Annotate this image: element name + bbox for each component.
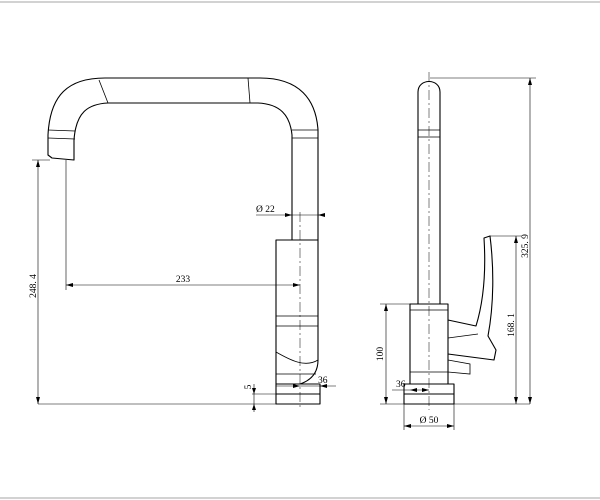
dim-spout-height-side: 168. 1 xyxy=(507,313,517,337)
dim-spout-reach: 233 xyxy=(176,275,191,285)
side-handle-inner xyxy=(447,333,479,339)
dim-5-arrow-bottom xyxy=(252,404,256,410)
dim-325-arrow-top xyxy=(528,78,532,85)
dim-d22-arrow-right xyxy=(318,213,325,217)
dim-248-arrow-top xyxy=(36,160,40,167)
dim-lever-offset: 36 xyxy=(396,380,406,390)
dim-248-arrow-bottom xyxy=(36,397,40,404)
dim-body-height: 100 xyxy=(376,347,386,362)
dim-base-thickness: 5 xyxy=(244,384,254,389)
dim-spout-diameter: Ø 22 xyxy=(256,205,275,215)
dim-36-front-arrow-right xyxy=(320,384,327,388)
dim-325-arrow-bottom xyxy=(528,397,532,404)
dim-d50-arrow-left xyxy=(404,424,411,428)
front-base xyxy=(275,393,321,405)
front-spout-outer xyxy=(47,77,319,241)
front-tip-band-1 xyxy=(47,129,76,132)
dim-base-diameter: Ø 50 xyxy=(420,416,439,426)
front-view: 248. 4 233 Ø 22 36 5 xyxy=(29,77,336,412)
side-handle xyxy=(447,235,497,361)
front-spout-seg-left xyxy=(98,79,109,104)
front-spout-inner xyxy=(73,102,293,241)
front-spout-tip xyxy=(47,154,75,161)
side-view: 100 36 Ø 50 168. 1 325. 9 xyxy=(376,72,536,430)
dim-d50-arrow-right xyxy=(447,424,454,428)
dim-168-arrow-top xyxy=(514,236,518,243)
dim-5-arrow-top xyxy=(252,388,256,394)
dim-d22-arrow-left xyxy=(285,213,292,217)
front-spout-seg-right xyxy=(247,77,251,104)
front-tip-band-2 xyxy=(47,137,76,140)
dim-233-arrow-right xyxy=(293,283,300,287)
dim-total-height-front: 248. 4 xyxy=(29,274,39,298)
dim-100-arrow-top xyxy=(384,304,388,311)
side-handle-arm xyxy=(447,359,471,375)
dim-100-arrow-bottom xyxy=(384,397,388,404)
dim-base-width-front: 36 xyxy=(318,376,328,386)
dim-36-front-arrow-left xyxy=(293,384,300,388)
front-body-curve xyxy=(275,351,319,364)
dim-168-arrow-bottom xyxy=(514,397,518,404)
dim-233-arrow-left xyxy=(66,283,73,287)
dim-36-side-arrow-left xyxy=(410,388,417,392)
dim-total-height-side: 325. 9 xyxy=(521,234,531,258)
dim-36-side-arrow-right xyxy=(422,388,429,392)
